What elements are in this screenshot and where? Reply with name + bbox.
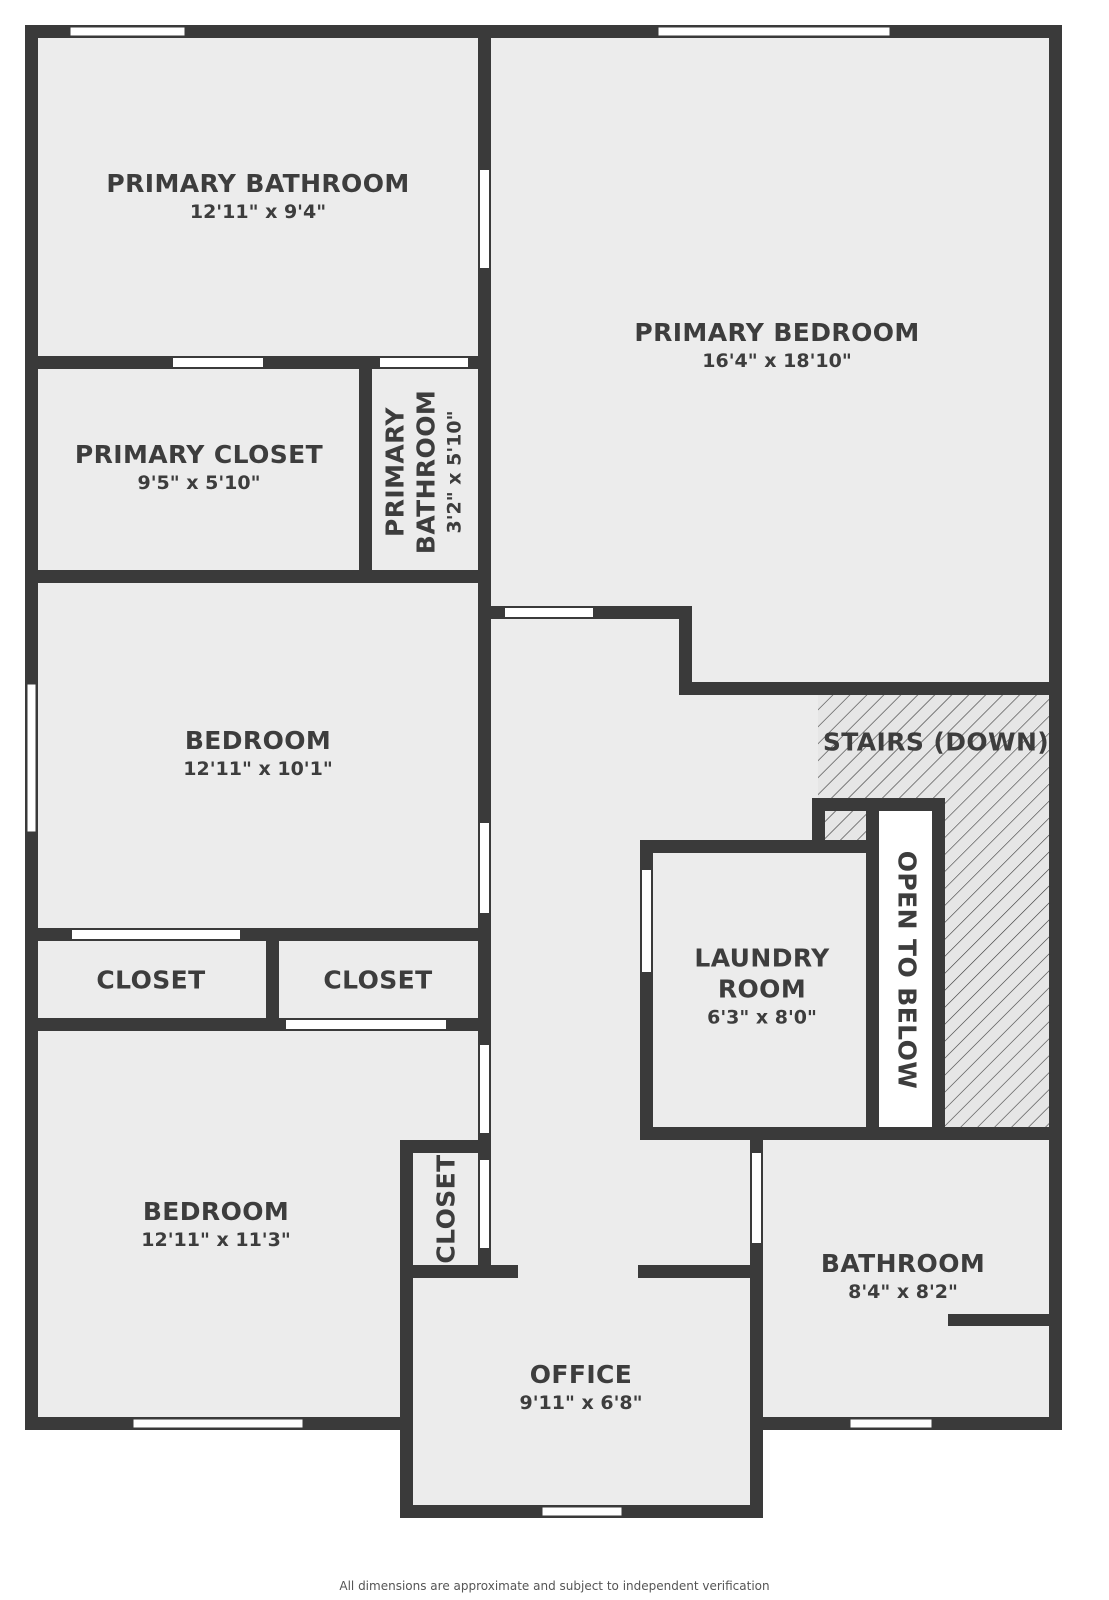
room-primary-closet: PRIMARY CLOSET 9'5" x 5'10" xyxy=(75,439,323,497)
room-bedroom-1: BEDROOM 12'11" x 10'1" xyxy=(183,725,332,783)
room-bathroom: BATHROOM 8'4" x 8'2" xyxy=(821,1248,985,1306)
room-dimensions: 12'11" x 11'3" xyxy=(141,1229,291,1251)
open-to-below-void xyxy=(879,808,935,1128)
room-closet-3: CLOSET xyxy=(431,1154,462,1263)
room-name: ROOM xyxy=(717,974,807,1004)
room-dimensions: 6'3" x 8'0" xyxy=(707,1006,817,1029)
room-name: CLOSET xyxy=(96,965,206,995)
room-bedroom-2: BEDROOM 12'11" x 11'3" xyxy=(141,1196,290,1254)
room-closet-1: CLOSET xyxy=(96,965,205,996)
room-name: BATHROOM xyxy=(820,1249,986,1278)
room-name: PRIMARY CLOSET xyxy=(74,440,324,469)
room-dimensions: 12'11" x 9'4" xyxy=(189,201,327,223)
room-stairs: STAIRS (DOWN) xyxy=(823,727,1049,758)
disclaimer-text: All dimensions are approximate and subje… xyxy=(339,1579,770,1593)
room-laundry: LAUNDRY ROOM 6'3" x 8'0" xyxy=(694,943,829,1032)
room-name: PRIMARY BEDROOM xyxy=(634,318,920,347)
room-name: BEDROOM xyxy=(184,726,332,755)
door-openings xyxy=(72,170,761,1248)
room-primary-bedroom: PRIMARY BEDROOM 16'4" x 18'10" xyxy=(634,317,919,375)
room-open-to-below: OPEN TO BELOW xyxy=(892,851,923,1090)
room-dimensions: 12'11" x 10'1" xyxy=(183,758,333,780)
room-name: OFFICE xyxy=(529,1360,633,1389)
room-name: BATHROOM xyxy=(411,389,441,555)
room-dimensions: 8'4" x 8'2" xyxy=(848,1281,958,1303)
room-dimensions: 16'4" x 18'10" xyxy=(702,350,852,372)
windows xyxy=(26,26,933,1517)
room-name: PRIMARY BATHROOM xyxy=(106,169,410,198)
room-name: LAUNDRY xyxy=(694,943,830,973)
room-dimensions: 3'2" x 5'10" xyxy=(443,410,466,534)
room-closet-2: CLOSET xyxy=(323,965,432,996)
room-primary-bathroom: PRIMARY BATHROOM 12'11" x 9'4" xyxy=(106,168,409,226)
room-name: CLOSET xyxy=(431,1154,461,1264)
room-office: OFFICE 9'11" x 6'8" xyxy=(519,1359,642,1417)
room-name: CLOSET xyxy=(323,965,433,995)
room-dimensions: 9'5" x 5'10" xyxy=(137,472,261,494)
room-primary-bathroom-small: PRIMARY BATHROOM 3'2" x 5'10" xyxy=(380,390,469,554)
room-name: PRIMARY xyxy=(380,407,410,537)
room-name: STAIRS (DOWN) xyxy=(822,727,1050,757)
room-name: BEDROOM xyxy=(142,1197,290,1226)
room-name: OPEN TO BELOW xyxy=(892,850,922,1090)
room-dimensions: 9'11" x 6'8" xyxy=(519,1392,643,1414)
